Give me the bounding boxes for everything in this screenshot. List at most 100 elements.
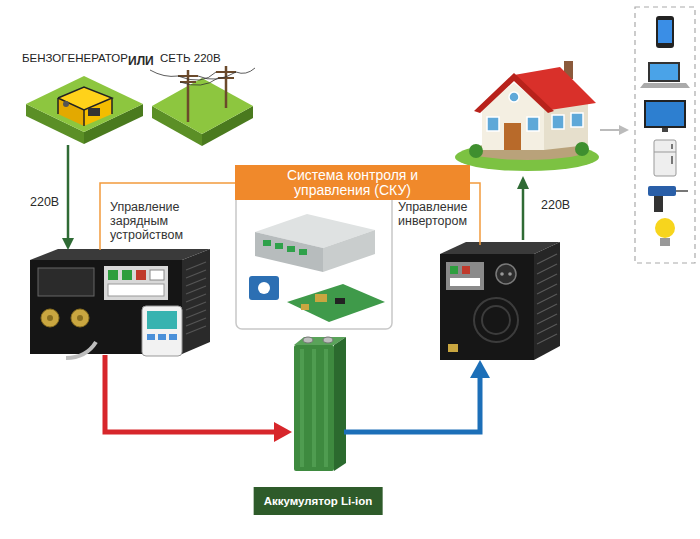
illustration-part — [482, 306, 510, 334]
source-label: СЕТЬ 220В — [160, 52, 221, 64]
illustration-part — [537, 294, 557, 304]
source-tile: СЕТЬ 220В — [150, 50, 255, 145]
illustration-part — [334, 337, 346, 471]
illustration-part — [178, 72, 236, 85]
illustration-part — [527, 117, 539, 131]
illustration-part — [169, 334, 177, 340]
illustration-part — [58, 98, 84, 126]
illustration-part — [84, 98, 112, 126]
illustration-part — [474, 298, 518, 342]
charge-arrow — [105, 355, 292, 442]
arrow-head — [274, 422, 292, 442]
control-label: Управление зарядным устройством — [110, 200, 210, 242]
illustration-part — [178, 75, 198, 77]
illustration-part — [600, 129, 620, 131]
illustration-part — [654, 152, 676, 153]
illustration-part — [158, 334, 166, 340]
illustration-part — [30, 249, 210, 260]
illustration-part — [575, 142, 589, 156]
illustration-part — [446, 262, 484, 290]
illustration-part — [147, 334, 155, 340]
illustration-part — [275, 243, 283, 249]
illustration-part — [186, 294, 206, 302]
illustration-part — [315, 294, 327, 302]
devices-illustration — [634, 6, 696, 264]
illustration-part — [522, 188, 525, 240]
illustration-part — [88, 108, 100, 116]
illustration-part — [186, 286, 206, 294]
illustration-part — [646, 102, 684, 126]
illustration-part — [440, 254, 534, 360]
control-system-box: Система контроля и управления (СКУ) — [235, 165, 470, 200]
illustration-part — [186, 310, 206, 318]
battery-box: Аккумулятор Li-ion — [292, 335, 344, 470]
illustration-part — [324, 349, 328, 467]
controller-illustration — [235, 190, 393, 330]
illustration-part — [301, 304, 309, 310]
illustration-part — [650, 64, 678, 80]
discharge-arrow — [344, 360, 490, 432]
conjunction-label: ИЛИ — [128, 54, 154, 68]
illustration-part — [38, 268, 94, 296]
illustration-part — [323, 337, 333, 343]
illustration-part — [635, 7, 695, 263]
illustration-part — [216, 71, 236, 73]
illustration-part — [303, 337, 313, 343]
control-line — [100, 183, 235, 250]
illustration-part — [26, 76, 143, 132]
illustration-part — [142, 306, 182, 356]
illustration-part — [136, 270, 146, 280]
illustration-part — [300, 349, 304, 467]
illustration-part — [640, 83, 690, 88]
illustration-part — [654, 140, 676, 176]
illustration-part — [500, 272, 504, 276]
illustration-part — [537, 334, 557, 344]
illustration-part — [236, 191, 392, 329]
illustration-part — [287, 284, 385, 322]
illustration-part — [186, 278, 206, 286]
illustration-part — [654, 196, 663, 212]
illustration-part — [186, 326, 206, 334]
illustration-part — [504, 123, 521, 150]
illustration-part — [676, 190, 688, 192]
connector-line — [67, 145, 70, 238]
illustration-part — [462, 266, 470, 274]
illustration-part — [152, 78, 253, 134]
supply-arrow — [62, 145, 74, 250]
illustration-part — [182, 249, 210, 354]
battery-label: Аккумулятор Li-ion — [254, 487, 383, 515]
control-label: Управление инвертором — [398, 200, 483, 228]
illustration-part — [537, 284, 557, 294]
illustration-part — [47, 315, 53, 321]
illustration-part — [644, 100, 686, 128]
voltage-label: 220В — [30, 195, 59, 209]
illustration-part — [469, 144, 483, 158]
control-line — [470, 183, 480, 245]
illustration-part — [186, 262, 206, 334]
illustration-part — [41, 309, 59, 327]
illustration-part — [186, 262, 206, 270]
source-label: БЕНЗОГЕНЕРАТОР — [22, 52, 128, 64]
illustration-part — [335, 298, 345, 304]
illustration-part — [537, 304, 557, 314]
illustration-part — [658, 20, 672, 43]
illustration-part — [474, 73, 554, 113]
illustration-part — [537, 324, 557, 334]
illustration-part — [187, 70, 190, 122]
illustration-part — [571, 113, 583, 127]
illustration-part — [299, 249, 307, 255]
illustration-part — [619, 125, 629, 135]
illustration-part — [263, 240, 271, 246]
illustration-part — [287, 246, 295, 252]
illustration-part — [186, 318, 206, 326]
illustration-part — [671, 156, 673, 164]
charger-box: Управление зарядным устройством — [28, 250, 210, 355]
illustration-part — [63, 101, 69, 107]
illustration-part — [57, 98, 59, 114]
illustration-part — [77, 315, 83, 321]
inverter-box: Управление инвертором — [440, 245, 560, 360]
connector-line — [105, 355, 274, 432]
illustration-part — [450, 278, 480, 286]
battery-illustration — [290, 333, 348, 475]
arrow-head — [62, 238, 74, 250]
